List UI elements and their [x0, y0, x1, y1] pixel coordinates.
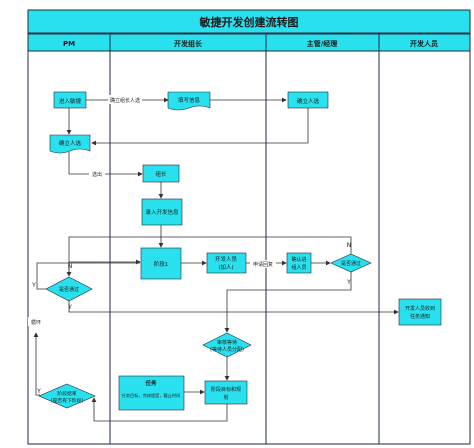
node-dev-receive [398, 298, 442, 326]
node-enter-dev-info [141, 198, 183, 226]
node-dev-personnel [206, 252, 247, 274]
node-dev-receive-line1: 开发人员收到 [405, 305, 435, 312]
node-confirm-people-mgr-label: 确立人选 [297, 97, 320, 105]
node-pass-check-pm-label: 是否通过 [59, 286, 79, 293]
edge-goal-to-end [91, 397, 228, 422]
node-dev-receive-line2: 任务通知 [410, 313, 430, 320]
node-stage1 [140, 247, 182, 280]
edge-mgr-yes [224, 272, 352, 333]
edge-label-n-mgr: N [347, 242, 352, 249]
edge-label-y-pm-left: Y [31, 282, 36, 289]
node-enter-agile-label: 进入敏捷 [59, 97, 82, 105]
node-task-detail: 任务目标，完成程度，截止时间 [122, 392, 181, 399]
node-stage-end-line1: 阶段结束 [57, 390, 76, 397]
edge-label-loop: 循环 [31, 319, 41, 326]
node-team-lead-label: 组长 [155, 170, 167, 178]
node-fill-info-label: 填写信息 [178, 96, 201, 104]
node-confirm-people-mgr [287, 91, 329, 109]
diagram-title: 敏捷开发创建流转图 [199, 15, 299, 29]
lane-label-dev-lead: 开发组长 [174, 39, 203, 48]
edge-confirm-to-lead [68, 152, 143, 177]
node-task [118, 375, 185, 411]
node-confirm-add-line2: 组人员 [291, 264, 306, 271]
node-fill-info [167, 91, 211, 111]
edge-end-loop [33, 332, 40, 396]
edge-label-y-end: Y [36, 388, 41, 395]
node-pass-check-pm [45, 276, 93, 302]
edge-pm-no [68, 259, 141, 276]
node-review-wait-line2: (等待人员分配) [210, 346, 244, 353]
lane-label-pm: PM [63, 40, 75, 48]
node-dev-personnel-line1: 开发人员 [215, 255, 238, 263]
edge-label-apply-reply: 申请回复 [253, 261, 273, 268]
edge-pm-yes-left [36, 262, 140, 290]
node-confirm-add-line1: 确认进 [291, 256, 306, 263]
lane-label-developer: 开发人员 [410, 39, 438, 48]
node-stage1-label: 阶段1 [154, 260, 169, 268]
node-stage-end [38, 383, 96, 409]
edge-label-pick: 选出 [92, 171, 102, 178]
edge-label-y-pm-down: Y [67, 304, 72, 311]
node-stage-goal-line1: 阶段目标和规 [211, 386, 241, 393]
node-review-wait-line1: 审核等待 [217, 339, 237, 346]
node-enter-dev-info-label: 录入开发信息 [145, 208, 179, 216]
node-stage-end-line2: (是否有下阶段) [51, 397, 84, 404]
node-team-lead [142, 164, 180, 183]
node-task-title: 任务 [144, 379, 157, 387]
node-stage-goal-line2: 划 [223, 394, 228, 401]
edge-label-confirm-lead: 确立组长人选 [110, 97, 140, 104]
node-stage-goal [204, 380, 248, 405]
node-enter-agile [53, 91, 87, 109]
node-pass-check-mgr-label: 是否通过 [341, 260, 361, 267]
node-dev-personnel-line2: (加人) [218, 263, 233, 271]
node-confirm-add [286, 252, 312, 274]
edge-mgr-no [66, 236, 352, 277]
title-bar [27, 9, 471, 34]
edge-label-y-mgr: Y [346, 279, 351, 286]
node-confirm-people-pm [49, 134, 91, 154]
lane-body-manager [265, 50, 380, 445]
edge-label-n-pm: N [68, 263, 73, 270]
node-review-wait [202, 332, 252, 358]
lane-body-developer [378, 50, 471, 445]
edge-pm-yes-down [68, 301, 399, 315]
edge-confirm-back-to-pm [91, 108, 309, 146]
node-pass-check-mgr [330, 253, 372, 273]
node-confirm-people-pm-label: 确立人选 [59, 139, 82, 147]
lane-label-manager: 主管/经理 [307, 39, 338, 48]
